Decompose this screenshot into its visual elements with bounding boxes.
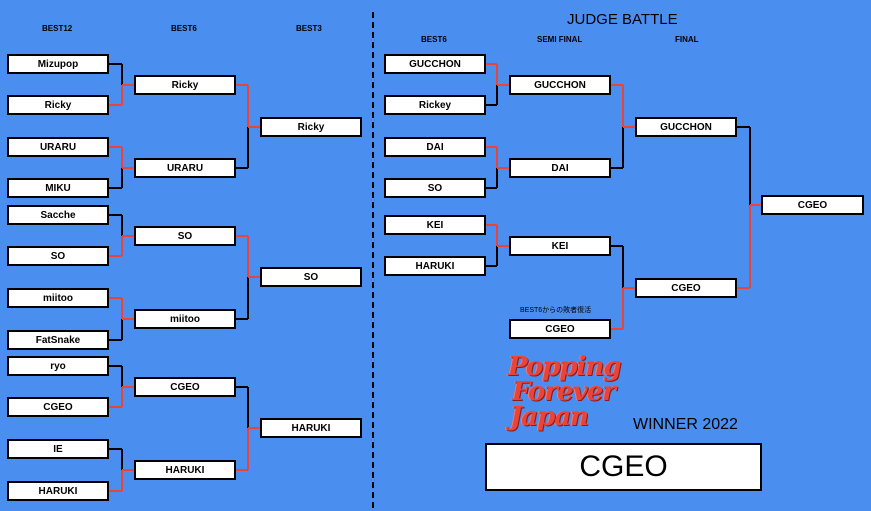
judge-best6-slot: HARUKI [384, 256, 486, 276]
best12-slot: miitoo [7, 288, 109, 308]
revival-slot: CGEO [509, 319, 611, 339]
best3-slot: SO [260, 267, 362, 287]
best3-slot: HARUKI [260, 418, 362, 438]
header-best3: BEST3 [296, 24, 322, 33]
revival-note: BEST6からの敗者復活 [520, 307, 592, 314]
best6-slot: HARUKI [134, 460, 236, 480]
header-best12: BEST12 [42, 24, 73, 33]
final-slot: CGEO [635, 278, 737, 298]
best3-slot: Ricky [260, 117, 362, 137]
winner-name-box: CGEO [485, 443, 762, 491]
best6-slot: miitoo [134, 309, 236, 329]
best6-slot: SO [134, 226, 236, 246]
champion-slot: CGEO [761, 195, 864, 215]
best12-slot: HARUKI [7, 481, 109, 501]
judge-best6-slot: GUCCHON [384, 54, 486, 74]
best12-slot: Mizupop [7, 54, 109, 74]
best12-slot: ryo [7, 356, 109, 376]
semi-final-slot: GUCCHON [509, 75, 611, 95]
header-best6-right: BEST6 [421, 35, 447, 44]
best12-slot: IE [7, 439, 109, 459]
best12-slot: MIKU [7, 178, 109, 198]
judge-best6-slot: Rickey [384, 95, 486, 115]
judge-best6-slot: KEI [384, 215, 486, 235]
best12-slot: Sacche [7, 205, 109, 225]
header-final: FINAL [675, 35, 699, 44]
bracket-divider [372, 12, 374, 508]
final-slot: GUCCHON [635, 117, 737, 137]
best6-slot: URARU [134, 158, 236, 178]
best12-slot: FatSnake [7, 330, 109, 350]
winner-label: WINNER 2022 [633, 416, 738, 433]
header-semi-final: SEMI FINAL [537, 35, 583, 44]
best12-slot: SO [7, 246, 109, 266]
best6-slot: Ricky [134, 75, 236, 95]
best12-slot: URARU [7, 137, 109, 157]
semi-final-slot: KEI [509, 236, 611, 256]
judge-best6-slot: DAI [384, 137, 486, 157]
header-best6-left: BEST6 [171, 24, 197, 33]
judge-best6-slot: SO [384, 178, 486, 198]
best6-slot: CGEO [134, 377, 236, 397]
semi-final-slot: DAI [509, 158, 611, 178]
best12-slot: CGEO [7, 397, 109, 417]
best12-slot: Ricky [7, 95, 109, 115]
judge-battle-title: JUDGE BATTLE [567, 11, 678, 28]
